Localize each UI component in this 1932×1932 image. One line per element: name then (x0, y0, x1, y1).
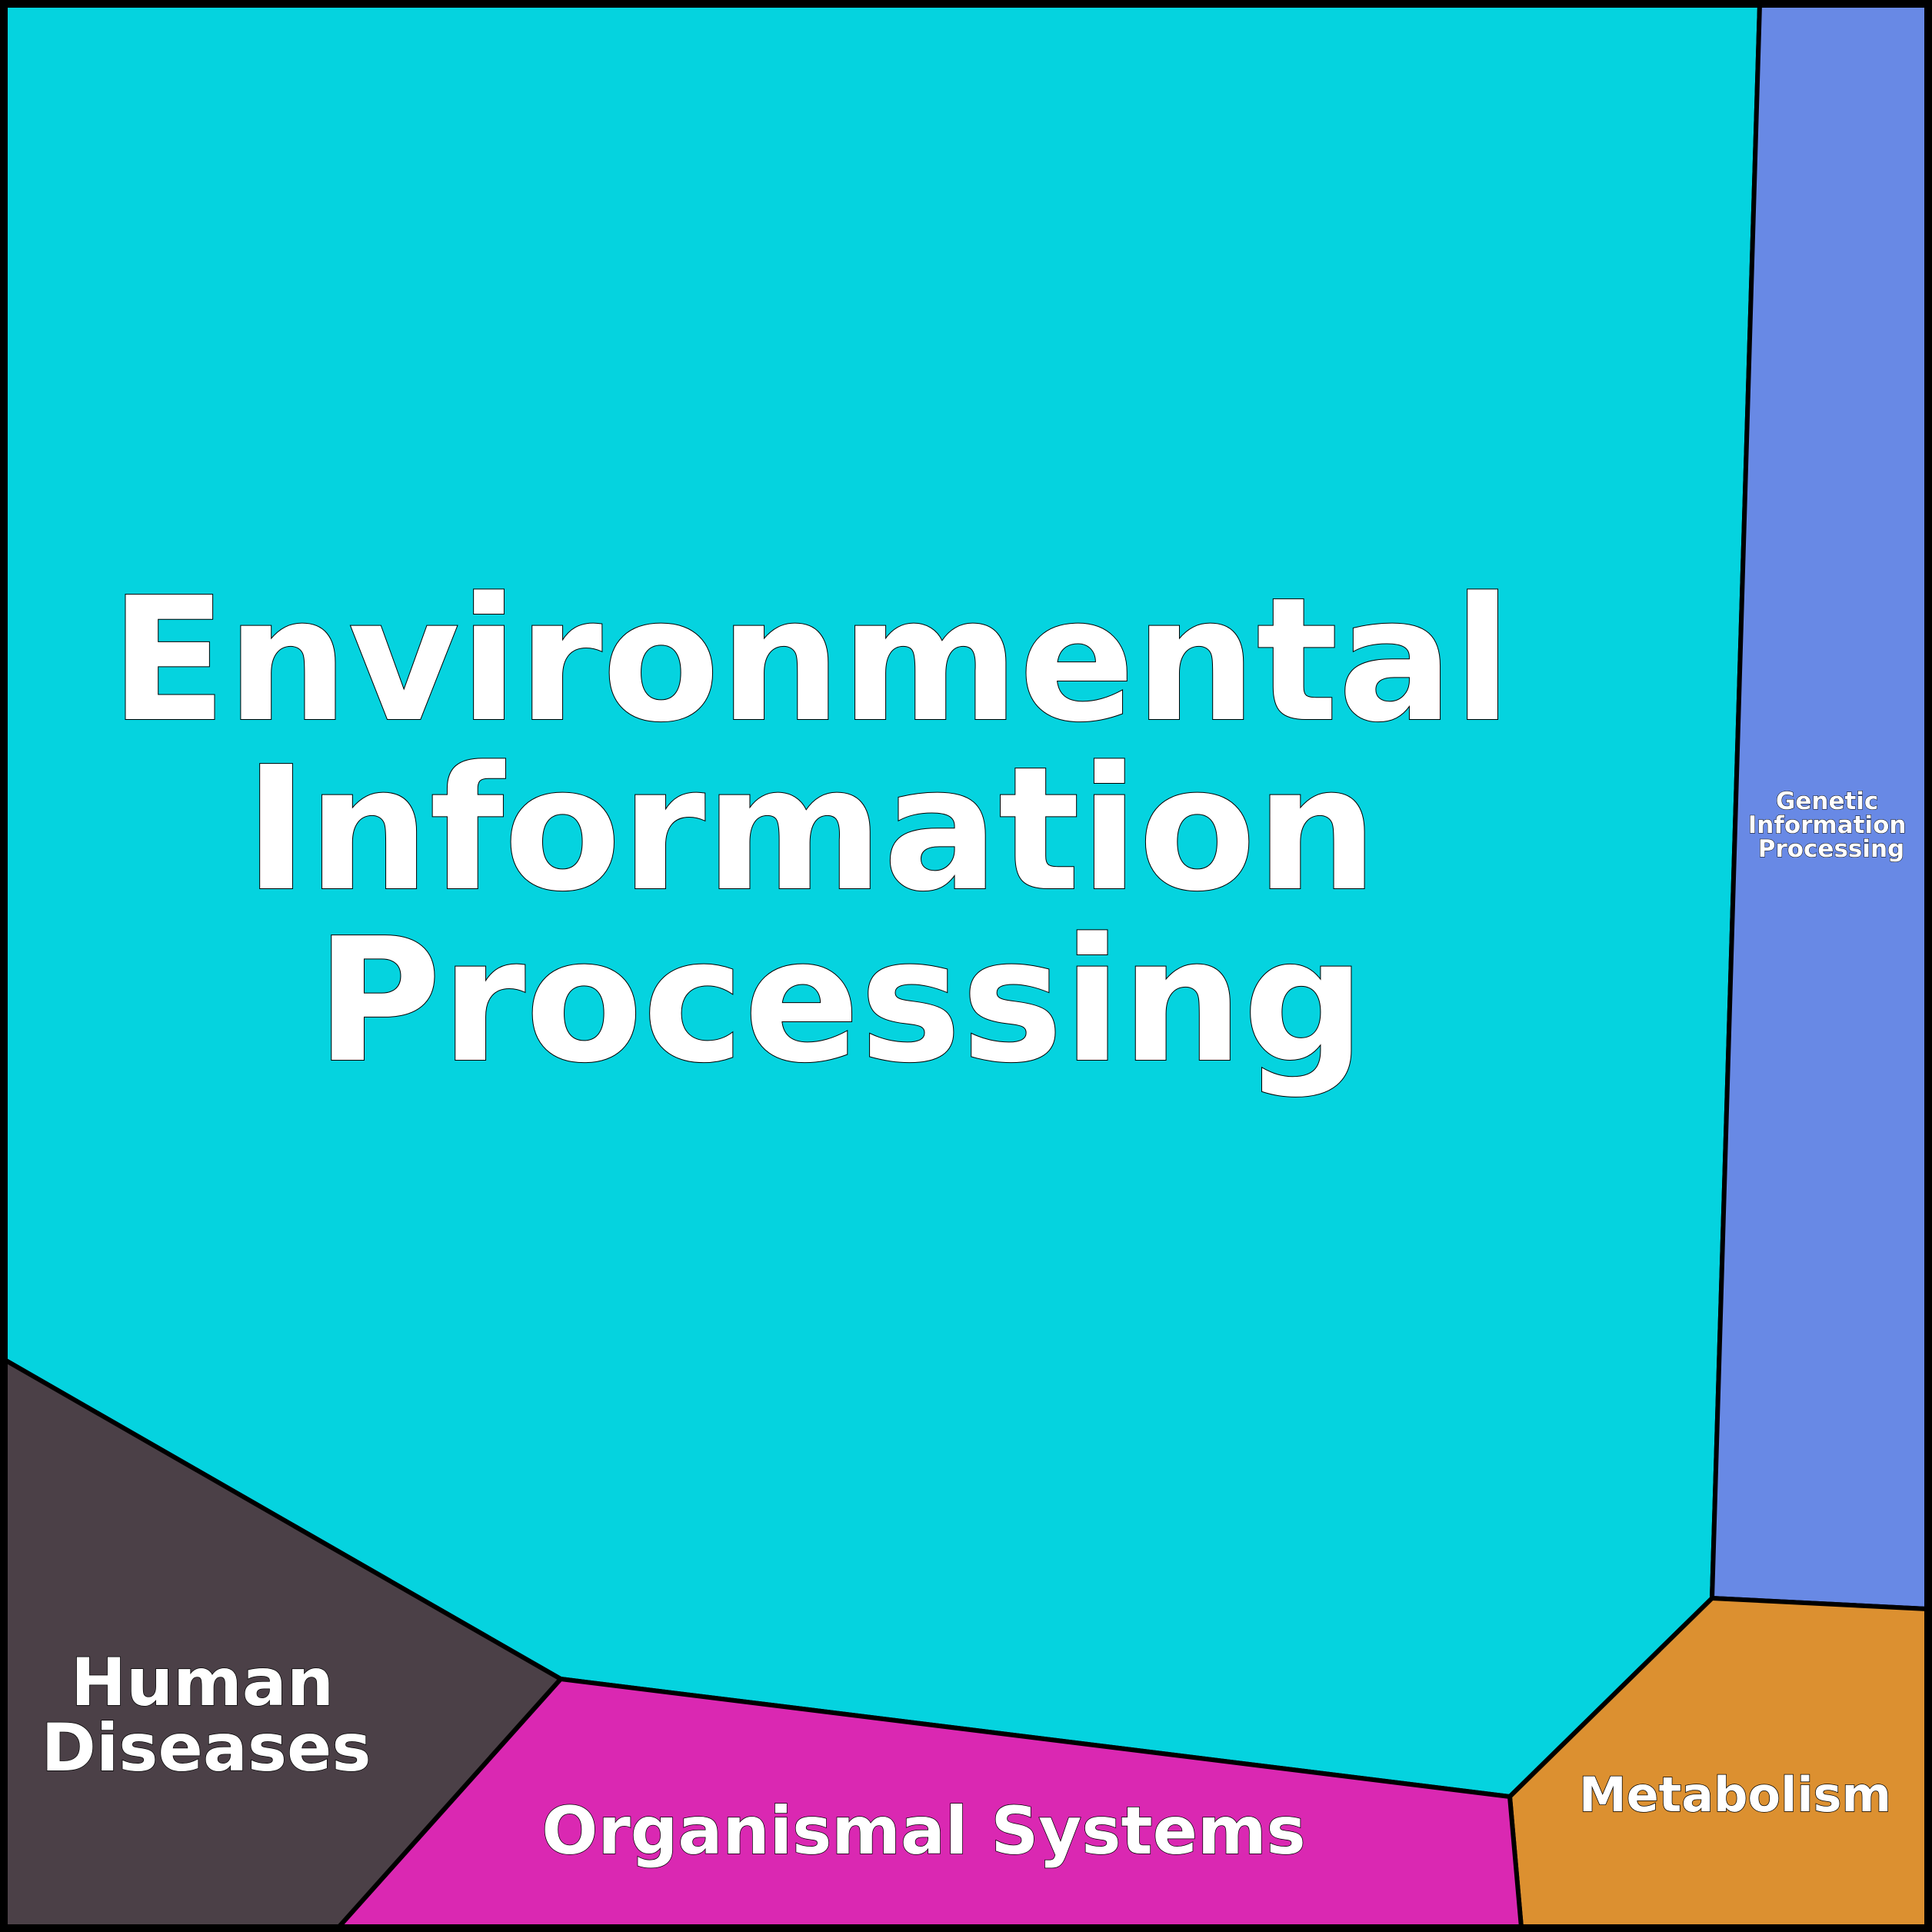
label-line: Human (71, 1644, 334, 1721)
label-line: Processing (316, 902, 1365, 1101)
label-line: Environmental (110, 561, 1512, 760)
label-environmental-information-processing: Environmental Information Processing (110, 561, 1571, 1101)
label-line: Organismal Systems (541, 1793, 1306, 1870)
label-line: Genetic (1776, 788, 1878, 815)
label-line: Metabolism (1579, 1767, 1891, 1823)
label-metabolism: Metabolism (1579, 1767, 1891, 1823)
label-genetic-information-processing: Genetic Information Processing (1748, 788, 1915, 863)
label-line: Processing (1758, 835, 1905, 863)
label-line: Information (1748, 811, 1907, 839)
label-human-diseases: Human Diseases (41, 1644, 371, 1787)
label-line: Diseases (41, 1710, 371, 1787)
label-line: Information (245, 731, 1377, 929)
label-organismal-systems: Organismal Systems (541, 1793, 1306, 1870)
